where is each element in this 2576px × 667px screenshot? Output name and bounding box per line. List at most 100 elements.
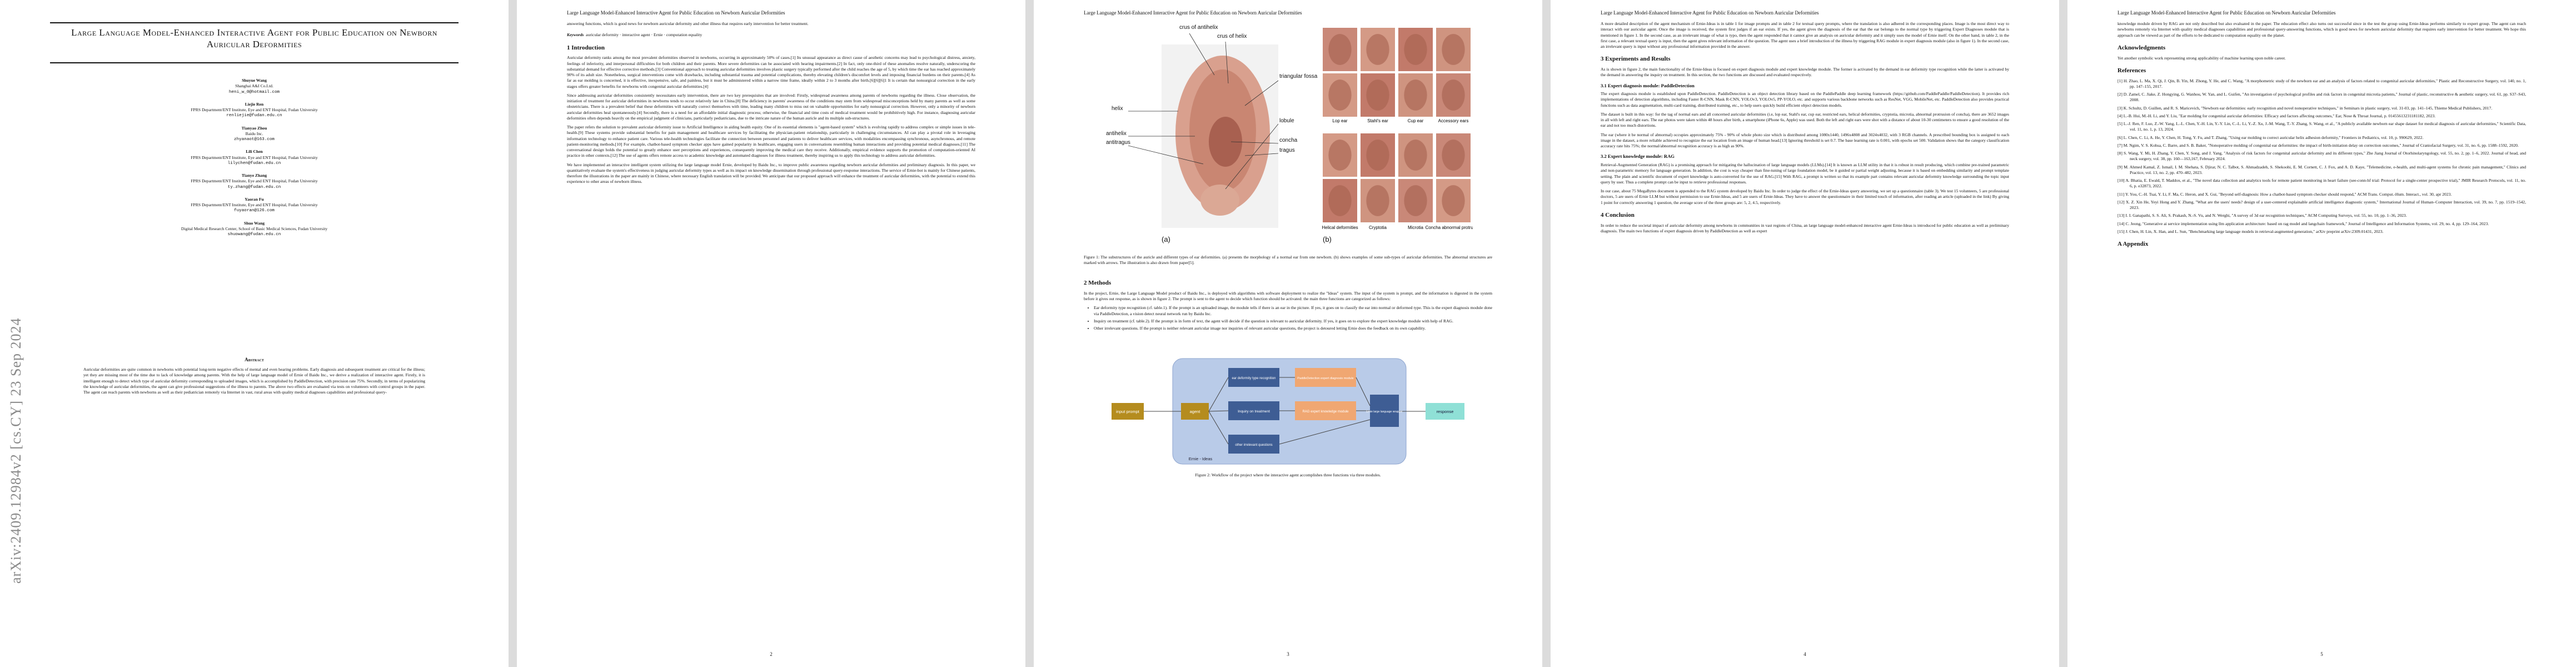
page5-body: knowledge module driven by RAG are not o…: [2117, 21, 2526, 252]
ear-shape: [1328, 34, 1352, 65]
running-head: Large Language Model-Enhanced Interactiv…: [1601, 10, 1819, 16]
deformity-label: Accessory ears: [1438, 118, 1469, 123]
reference-list: [1] H. Zhao, L. Ma, X. Qi, J. Qin, B. Yi…: [2117, 78, 2526, 235]
author-name: Tianye Zhang: [241, 173, 267, 178]
reference-item: [3] K. Schultz, D. Guillen, and R. S. Ma…: [2117, 105, 2493, 111]
abstract-continuation: answering functions, which is good news …: [567, 21, 809, 26]
reference-item: [12] X. Z. Xin He, Yeyi Hong and Y. Zhan…: [2117, 199, 2526, 211]
author-name: Liejie Ren: [245, 101, 264, 107]
intro-paragraph-3: The paper refers the solution to prevale…: [567, 125, 975, 158]
arxiv-stamp: arXiv:2409.12984v2 [cs.CY] 23 Sep 2024: [8, 317, 24, 584]
ear-shape: [1442, 140, 1465, 171]
author-affil: Shanghai A&I Co.Ltd.: [235, 83, 273, 89]
panel-a-label: (a): [1162, 235, 1170, 243]
reference-item: [11] Y. You, C.-H. Tsai, Y. Li, F. Ma, C…: [2117, 191, 2452, 197]
author-name: Yaoran Fu: [245, 196, 264, 202]
label-tragus: tragus: [1279, 147, 1295, 153]
ear-deformity-label: ear deformity type recognition: [1232, 377, 1275, 380]
acknowledgments-text: Yet another symbolic work representing s…: [2117, 55, 2286, 61]
page-1: arXiv:2409.12984v2 [cs.CY] 23 Sep 2024 L…: [0, 0, 509, 667]
figure-1: crus of antihelix crus of helix helix an…: [1106, 24, 1473, 243]
author-email[interactable]: ty.zhang@fudan.edu.cn: [227, 185, 281, 190]
frame-label: Ernie - Ideas: [1189, 456, 1213, 461]
methods-text: In the project, Ernie, the Large Languag…: [1084, 290, 1492, 302]
label-concha: concha: [1279, 137, 1298, 143]
deformity-label: Cryptotia: [1369, 225, 1387, 230]
bullet-item: Ear deformity type recognition (cf. tabl…: [1094, 305, 1492, 317]
author-affil: FPRS Department/ENT Institute, Eye and E…: [191, 107, 318, 112]
conclusion-heading: 4 Conclusion: [1601, 211, 1635, 218]
author-email[interactable]: heni_w_0@hotmail.com: [228, 89, 280, 94]
ear-shape: [1442, 79, 1465, 111]
ear-shape: [1366, 140, 1389, 171]
ernie-label: Ernie large language wrapper: [1366, 410, 1403, 414]
conclusion-continuation: knowledge module driven by RAG are not o…: [2117, 21, 2526, 38]
keywords-text: auricular deformity · interactive agent …: [586, 32, 702, 38]
ear-shape: [1404, 140, 1427, 171]
running-head: Large Language Model-Enhanced Interactiv…: [1084, 10, 1302, 16]
reference-item: [5] L.-J. Ren, F. Luo, Z.-W. Yang, L.-L.…: [2117, 121, 2526, 132]
running-head: Large Language Model-Enhanced Interactiv…: [567, 10, 785, 16]
deformity-label: Microtia: [1408, 225, 1424, 230]
subsection-3-1-text-3: The ear (where it be normal of abnormal)…: [1601, 132, 2009, 149]
author-affil: Baidu Inc.: [245, 131, 263, 136]
paddle-label: PaddleDetection expert diagnosis module: [1297, 377, 1354, 380]
bullet-item: Inquiry on treatment (cf. table.2). If t…: [1094, 318, 1492, 324]
author-email[interactable]: fuyaoran@126.com: [234, 208, 275, 213]
agent-label: agent: [1190, 409, 1201, 414]
author-email[interactable]: shuowang@fudan.edu.cn: [227, 232, 281, 237]
keywords: Keywords auricular deformity · interacti…: [567, 32, 975, 38]
label-triangular-fossa: triangular fossa: [1279, 73, 1318, 79]
ernie-box: [1370, 395, 1399, 427]
author-name: Shuyue Wang: [242, 78, 267, 83]
author-email[interactable]: renliejie@fudan.edu.cn: [226, 113, 282, 118]
ear-shape: [1404, 79, 1427, 111]
subsection-3-1-heading: 3.1 Expert diagnosis module: PaddleDetec…: [1601, 82, 1695, 88]
intro-paragraph-2: Since addressing auricular deformities c…: [567, 92, 975, 121]
figure-1-caption: Figure 1: The substructures of the auric…: [1084, 255, 1492, 266]
author-name: Tianyao Zhou: [241, 125, 267, 131]
title-bottom-rule: [50, 62, 459, 63]
author-name: Lili Chen: [246, 149, 263, 155]
intro-paragraph-4: We have implemented an interactive intel…: [567, 162, 975, 185]
author-email[interactable]: lilychen@fudan.edu.cn: [227, 161, 281, 166]
agent-box: [1181, 403, 1209, 420]
deformity-label: Helical deformities: [1322, 225, 1358, 230]
reference-item: [6] L. Chen, C. Li, A. He, Y. Chen, H. T…: [2117, 135, 2424, 140]
inquiry-label: Inquiry on treatment: [1238, 410, 1270, 414]
abstract-heading: Abstract: [245, 357, 264, 362]
agent-mechanism-text: A more detailed description of the agent…: [1601, 21, 2009, 49]
ear-shape: [1442, 185, 1465, 216]
figure-2-caption: Figure 2: Workflow of the project where …: [1195, 472, 1381, 477]
ear-shape: [1366, 34, 1389, 65]
subsection-3-2-text-2: In our case, about 75 MegaBytes document…: [1601, 188, 2009, 205]
ear-shape: [1366, 79, 1389, 111]
subsection-3-2-heading: 3.2 Expert knowledge module: RAG: [1601, 153, 1675, 160]
reference-item: [2] D. Zamel, C. Jiake, Z. Hongying, G. …: [2117, 92, 2526, 103]
ear-shape: [1328, 79, 1352, 111]
reference-item: [9] M. Ahmed Kamal, Z. Ismail, I. M. She…: [2117, 164, 2526, 175]
reference-item: [4] L.-B. Hui, M.-H. Li, and Y. Liu, "Ea…: [2117, 113, 2436, 118]
page-number: 3: [1287, 651, 1289, 657]
subsection-3-1-text: The expert diagnosis module is establish…: [1601, 91, 2009, 108]
reference-item: [13] I. I. Ganapathi, S. S. Ali, S. Prak…: [2117, 213, 2407, 218]
appendix-heading: A Appendix: [2117, 241, 2149, 248]
author-affil: Digital Medical Research Center, School …: [181, 226, 328, 231]
methods-bullets: Ear deformity type recognition (cf. tabl…: [1094, 305, 1492, 331]
subsection-3-1-text-2: The dataset is built in this way: for th…: [1601, 111, 2009, 128]
label-crus-antihelix: crus of antihelix: [1179, 24, 1218, 31]
bullet-item: Other irrelevant questions. If the promp…: [1094, 326, 1492, 331]
label-antihelix: antihelix: [1106, 131, 1127, 137]
label-antitragus: antitragus: [1106, 140, 1130, 146]
reference-item: [15] J. Chen, H. Lin, X. Han, and L. Sun…: [2117, 228, 2384, 234]
ear-deformity-box: [1228, 368, 1279, 387]
page-4: Large Language Model-Enhanced Interactiv…: [1551, 0, 2059, 667]
ear-shape: [1404, 185, 1427, 216]
author-email[interactable]: zhyanaot@163.com: [234, 137, 275, 142]
deformity-label: Stahl's ear: [1367, 118, 1388, 123]
page-2: Large Language Model-Enhanced Interactiv…: [517, 0, 1025, 667]
